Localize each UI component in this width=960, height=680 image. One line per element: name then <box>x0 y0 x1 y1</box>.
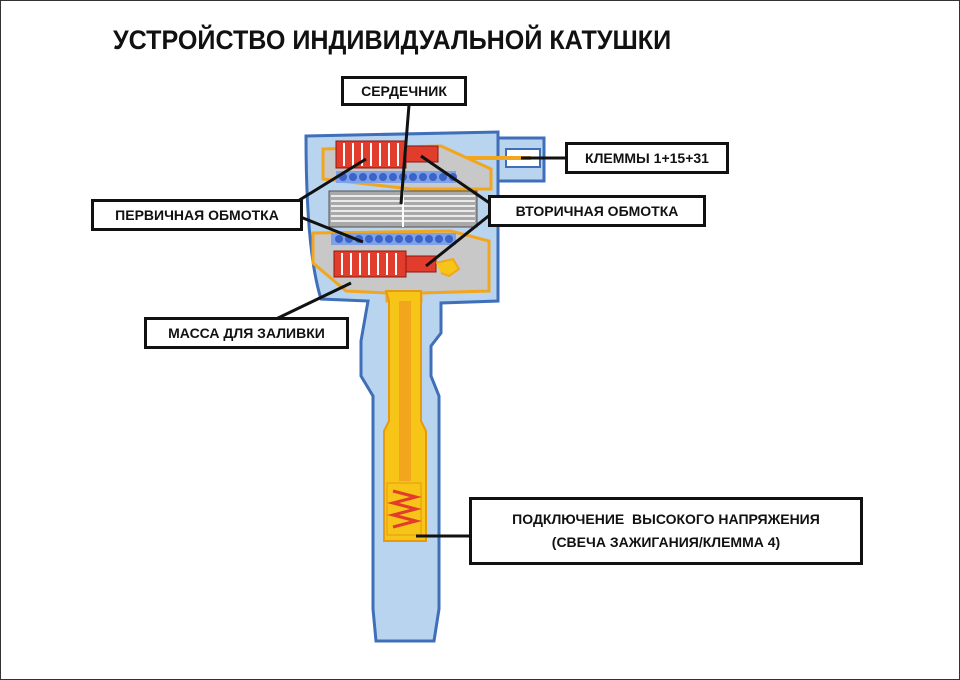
leader-secondary-bottom <box>425 212 492 268</box>
leader-primary-bottom <box>292 212 364 244</box>
upper-secondary-winding <box>336 171 457 183</box>
label-primary-winding: ПЕРВИЧНАЯ ОБМОТКА <box>91 199 303 231</box>
label-core: СЕРДЕЧНИК <box>341 76 467 106</box>
upper-primary-coil <box>335 140 439 169</box>
leader-primary-top <box>292 157 367 206</box>
leader-potting <box>275 281 352 321</box>
label-hv-line1: ПОДКЛЮЧЕНИЕ ВЫСОКОГО НАПРЯЖЕНИЯ <box>512 511 820 527</box>
hv-terminal-hook <box>435 257 461 278</box>
diagram-title: УСТРОЙСТВО ИНДИВИДУАЛЬНОЙ КАТУШКИ <box>113 25 672 55</box>
label-terminals: КЛЕММЫ 1+15+31 <box>565 142 729 174</box>
leader-lines <box>275 104 566 538</box>
leader-secondary-top <box>420 154 492 206</box>
lower-secondary-winding <box>331 233 456 245</box>
label-secondary-winding: ВТОРИЧНАЯ ОБМОТКА <box>488 195 706 227</box>
contact-spring <box>386 482 422 536</box>
conductor-rod <box>399 301 411 481</box>
label-potting-compound: МАССА ДЛЯ ЗАЛИВКИ <box>144 317 349 349</box>
lower-primary-coil <box>333 250 437 278</box>
leader-core <box>399 104 411 205</box>
label-hv-connection: ПОДКЛЮЧЕНИЕ ВЫСОКОГО НАПРЯЖЕНИЯ (СВЕЧА З… <box>469 497 863 565</box>
label-hv-line2: (СВЕЧА ЗАЖИГАНИЯ/КЛЕММА 4) <box>551 534 781 550</box>
